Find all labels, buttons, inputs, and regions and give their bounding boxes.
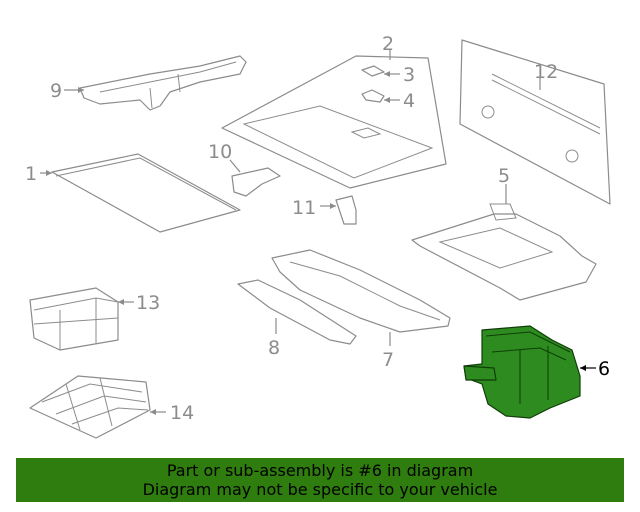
- part-9-rail-bracket[interactable]: [79, 55, 247, 111]
- part-11-bolt-bracket[interactable]: [335, 195, 357, 225]
- callout-12[interactable]: 12: [534, 61, 558, 83]
- parts-diagram: 1 9 2 3 4 12 10: [25, 33, 611, 439]
- part-6-holder-highlighted[interactable]: [463, 325, 581, 419]
- callout-6[interactable]: 6: [598, 358, 610, 380]
- part-13-basket[interactable]: [29, 287, 119, 351]
- callout-14[interactable]: 14: [170, 402, 194, 424]
- part-14-cargo-net[interactable]: [29, 375, 151, 439]
- notice-banner: Part or sub-assembly is #6 in diagram Di…: [16, 458, 624, 502]
- callout-3[interactable]: 3: [403, 64, 415, 86]
- callout-8[interactable]: 8: [268, 337, 280, 359]
- callout-11[interactable]: 11: [292, 197, 316, 219]
- callout-9[interactable]: 9: [50, 80, 62, 102]
- callout-2[interactable]: 2: [382, 33, 394, 55]
- part-10-bracket[interactable]: [231, 167, 281, 197]
- callout-13[interactable]: 13: [136, 292, 160, 314]
- callout-1[interactable]: 1: [25, 163, 37, 185]
- part-8-strip[interactable]: [237, 279, 357, 345]
- part-7-cover[interactable]: [271, 249, 451, 333]
- part-4-hook[interactable]: [361, 89, 385, 103]
- banner-line-1: Part or sub-assembly is #6 in diagram: [166, 461, 474, 480]
- part-2-trunk-board[interactable]: [221, 55, 447, 189]
- banner-line-2: Diagram may not be specific to your vehi…: [142, 480, 498, 499]
- part-1-floor-mat[interactable]: [51, 153, 241, 233]
- part-12-side-panel[interactable]: [459, 39, 611, 205]
- callout-5[interactable]: 5: [498, 165, 510, 187]
- callout-4[interactable]: 4: [403, 90, 415, 112]
- callout-7[interactable]: 7: [382, 349, 394, 371]
- callout-10[interactable]: 10: [208, 141, 232, 163]
- part-3-clip[interactable]: [361, 65, 385, 77]
- part-5-tray[interactable]: [411, 203, 597, 301]
